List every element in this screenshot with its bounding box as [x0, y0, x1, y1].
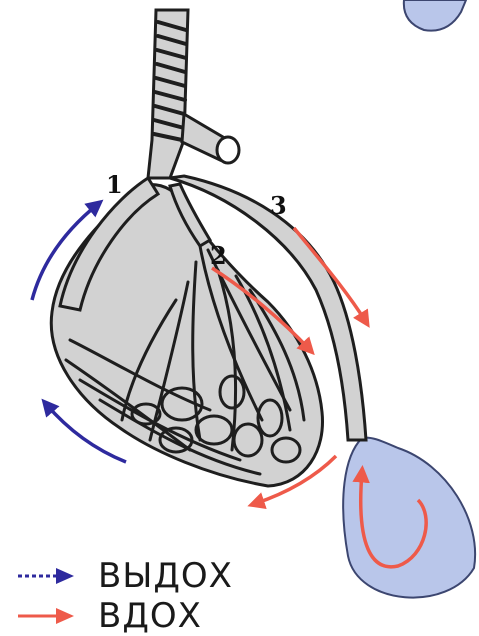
- label-1: 1: [106, 170, 123, 199]
- legend-inhale: ВДОХ: [16, 596, 202, 636]
- label-2: 2: [210, 241, 227, 270]
- exhale-legend-arrow-icon: [16, 564, 76, 588]
- side-tube-opening: [217, 137, 239, 163]
- upper-air-sac: [404, 0, 466, 31]
- legend-exhale-label: ВЫДОХ: [98, 556, 233, 596]
- label-3: 3: [270, 191, 287, 220]
- legend-inhale-label: ВДОХ: [98, 596, 202, 636]
- inhale-legend-arrow-icon: [16, 604, 76, 628]
- legend-exhale: ВЫДОХ: [16, 556, 233, 596]
